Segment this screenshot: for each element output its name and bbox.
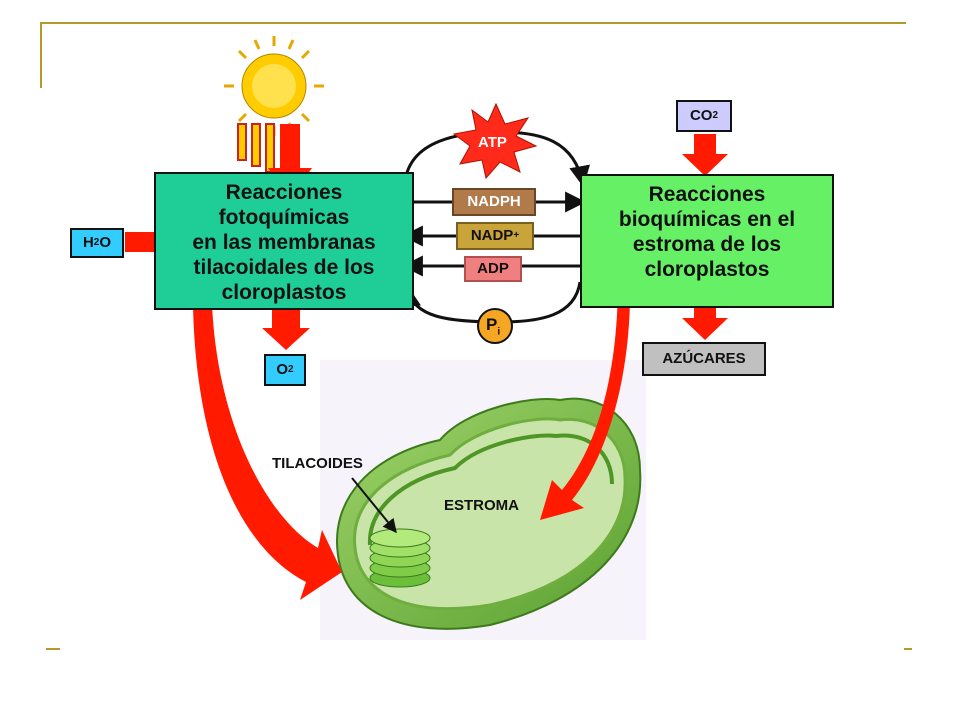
co2-sub: 2 <box>712 110 719 121</box>
sun-icon <box>224 36 324 136</box>
dark-reactions-box: Reacciones bioquímicas en el estroma de … <box>580 174 834 308</box>
light-line-3: en las membranas <box>192 231 376 254</box>
pi-label: Pi <box>486 315 500 337</box>
light-to-thylakoid-arrow <box>193 305 342 600</box>
nadph-label: NADPH <box>467 193 521 210</box>
sugars-arrow <box>682 300 728 340</box>
pi-circle-icon <box>477 308 513 344</box>
light-line-2: fotoquímicas <box>218 206 350 229</box>
adp-box: ADP <box>464 256 522 282</box>
light-line-1: Reacciones <box>225 181 343 204</box>
atp-star-icon <box>452 102 538 180</box>
granum-stack <box>369 528 431 588</box>
tilacoides-label: TILACOIDES <box>272 455 363 472</box>
h2o-sub: 2 <box>93 237 100 248</box>
nadp-base: NADP <box>470 227 514 244</box>
h2o-tail: O <box>99 234 112 251</box>
frame-top-line <box>40 22 906 24</box>
co2-base: CO <box>689 107 713 124</box>
sugars-box: AZÚCARES <box>642 342 766 376</box>
adp-label: ADP <box>477 260 509 277</box>
nadph-box: NADPH <box>452 188 536 216</box>
light-reactions-box: Reacciones fotoquímicas en las membranas… <box>154 172 414 310</box>
light-line-4: tilacoidales de los <box>193 256 375 279</box>
frame-bottom-left-tick <box>46 648 60 650</box>
o2-arrow <box>262 308 310 350</box>
estroma-label: ESTROMA <box>444 497 519 514</box>
dark-line-4: cloroplastos <box>644 258 770 281</box>
o2-sub: 2 <box>288 364 294 375</box>
o2-base: O <box>276 361 289 378</box>
dark-line-3: estroma de los <box>632 233 782 256</box>
pi-base: P <box>486 315 498 334</box>
dark-line-2: bioquímicas en el <box>618 208 796 231</box>
sugars-label: AZÚCARES <box>662 350 746 367</box>
tilacoides-pointer <box>351 477 397 534</box>
h2o-base: H <box>82 234 94 251</box>
atp-label: ATP <box>478 134 507 151</box>
light-line-5: cloroplastos <box>221 281 347 304</box>
co2-arrow <box>682 134 728 176</box>
pi-sub: i <box>497 326 501 338</box>
frame-left-line <box>40 22 42 88</box>
nadp-box: NADP+ <box>456 222 534 250</box>
nadp-sup: + <box>513 230 520 241</box>
frame-bottom-right-tick <box>904 648 912 650</box>
dark-line-1: Reacciones <box>648 183 766 206</box>
